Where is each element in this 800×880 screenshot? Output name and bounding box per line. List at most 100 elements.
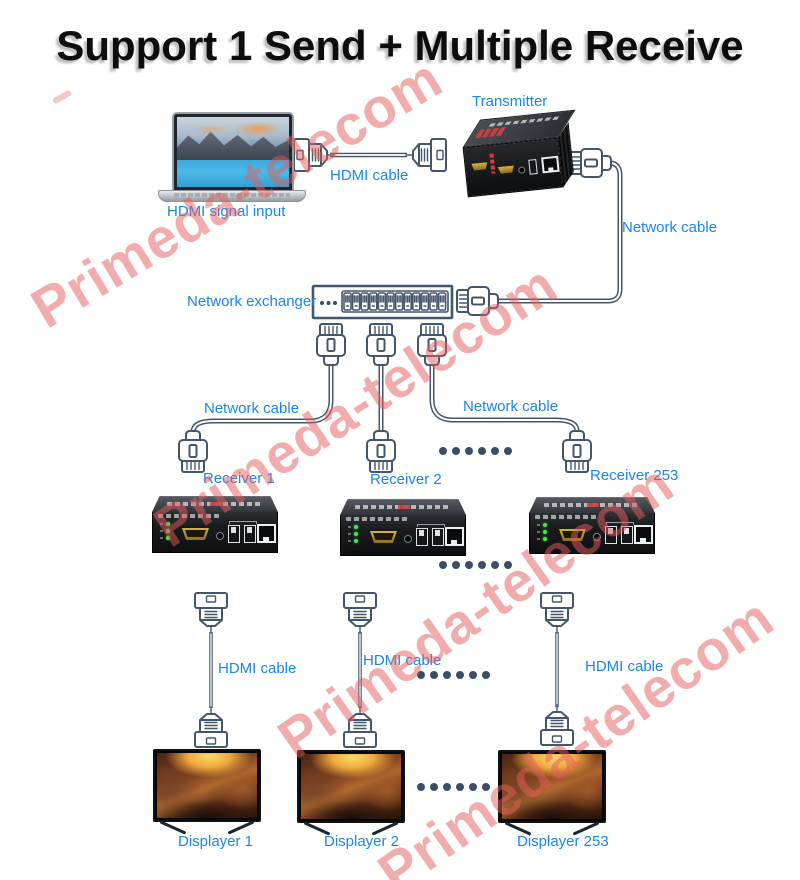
status-led [354, 525, 358, 529]
transmitter-top-text [488, 116, 560, 127]
lan-port [257, 524, 276, 543]
transmitter-device [448, 109, 586, 206]
label-hdmi-cable-top: HDMI cable [330, 167, 409, 184]
receiver-front-panel [340, 515, 466, 556]
receiver-front-text [535, 515, 597, 519]
status-led [166, 522, 170, 526]
lan-port [634, 525, 653, 544]
laptop-screen [172, 112, 294, 190]
transmitter-front-panel [462, 137, 564, 198]
hdmi-port [498, 165, 515, 174]
rj45-plug-icon [178, 430, 208, 473]
km-bracket [417, 524, 445, 527]
receiver-253-device [529, 497, 655, 554]
transmitter-red-text [474, 126, 506, 139]
label-hdmi-signal-input: HDMI signal input [167, 203, 286, 220]
status-led [166, 529, 170, 533]
tv-display-1 [153, 749, 261, 822]
page-title: Support 1 Send + Multiple Receive [56, 22, 744, 69]
hdmi-plug-icon [405, 138, 447, 172]
hdmi-plug-icon [194, 592, 228, 634]
receiver-top-red-text [586, 503, 599, 507]
status-led [543, 530, 547, 534]
usb-port [432, 528, 444, 546]
tv-display-253 [498, 750, 606, 823]
hdmi-port [471, 162, 488, 171]
rj45-plug-icon [456, 286, 499, 316]
rj45-plug-icon [316, 323, 346, 366]
network-cable-drop-paths [190, 364, 580, 433]
hdmi-plug-icon [540, 592, 574, 634]
label-receiver-253: Receiver 253 [590, 467, 679, 484]
ir-jack-port [216, 532, 224, 540]
rj45-plug-icon [417, 323, 447, 366]
receiver-front-text [158, 514, 220, 518]
hdmi-plug-icon [343, 592, 377, 634]
receiver-1-device [152, 496, 278, 553]
hdmi-out-port [370, 531, 397, 543]
status-led [354, 532, 358, 536]
lan-port [541, 155, 560, 174]
usb-port [528, 158, 538, 175]
hdmi-plug-icon [194, 706, 228, 748]
tv-display-2 [297, 750, 405, 823]
receiver-top-panel [340, 499, 466, 515]
laptop-keyboard-base [158, 190, 306, 202]
usb-port [416, 528, 428, 546]
usb-port [621, 526, 633, 544]
label-displayer-253: Displayer 253 [517, 833, 609, 850]
hdmi-plug-icon [293, 138, 335, 172]
status-led [543, 537, 547, 541]
receiver-top-red-text [209, 502, 222, 506]
hdmi-out-port [182, 528, 209, 540]
rj45-plug-icon [366, 430, 396, 473]
tv-screen-image [301, 754, 401, 819]
led-label [537, 531, 540, 533]
label-displayer-2: Displayer 2 [324, 833, 400, 850]
receiver-top-panel [152, 496, 278, 512]
led-label [160, 530, 163, 532]
receiver-top-panel [529, 497, 655, 513]
hdmi-cable-vertical-paths [209, 632, 559, 708]
transmitter-red-label [489, 153, 496, 174]
label-network-cable-right: Network cable [622, 219, 718, 236]
label-network-exchanger: Network exchanger [187, 293, 317, 310]
label-receiver-1: Receiver 1 [203, 470, 275, 487]
led-label [348, 533, 351, 535]
km-bracket [229, 521, 257, 524]
receiver-front-panel [152, 512, 278, 553]
label-hdmi-cable-1: HDMI cable [218, 660, 297, 677]
led-label [160, 523, 163, 525]
status-led [354, 539, 358, 543]
km-bracket [606, 522, 634, 525]
status-led [543, 523, 547, 527]
network-switch-icon [311, 284, 454, 320]
usb-port [605, 526, 617, 544]
led-label [537, 524, 540, 526]
label-receiver-2: Receiver 2 [370, 471, 442, 488]
hdmi-plug-icon [540, 704, 574, 746]
network-cable-transmitter-path [498, 160, 623, 304]
receiver-2-device [340, 499, 466, 556]
label-hdmi-cable-2: HDMI cable [363, 652, 442, 669]
ir-jack-port [593, 533, 601, 541]
label-transmitter: Transmitter [472, 93, 548, 110]
label-network-cable-left: Network cable [204, 400, 300, 417]
ir-jack-port [517, 166, 526, 174]
laptop-wallpaper [177, 117, 289, 187]
ir-jack-port [404, 535, 412, 543]
led-label [348, 526, 351, 528]
label-displayer-1: Displayer 1 [178, 833, 254, 850]
usb-port [228, 525, 240, 543]
tv-screen-image [502, 754, 602, 819]
rj45-plug-icon [366, 323, 396, 366]
lan-port [445, 527, 464, 546]
label-network-cable-mid: Network cable [463, 398, 559, 415]
led-label [537, 538, 540, 540]
led-label [160, 537, 163, 539]
status-led [166, 536, 170, 540]
usb-port [244, 525, 256, 543]
label-hdmi-cable-3: HDMI cable [585, 658, 664, 675]
